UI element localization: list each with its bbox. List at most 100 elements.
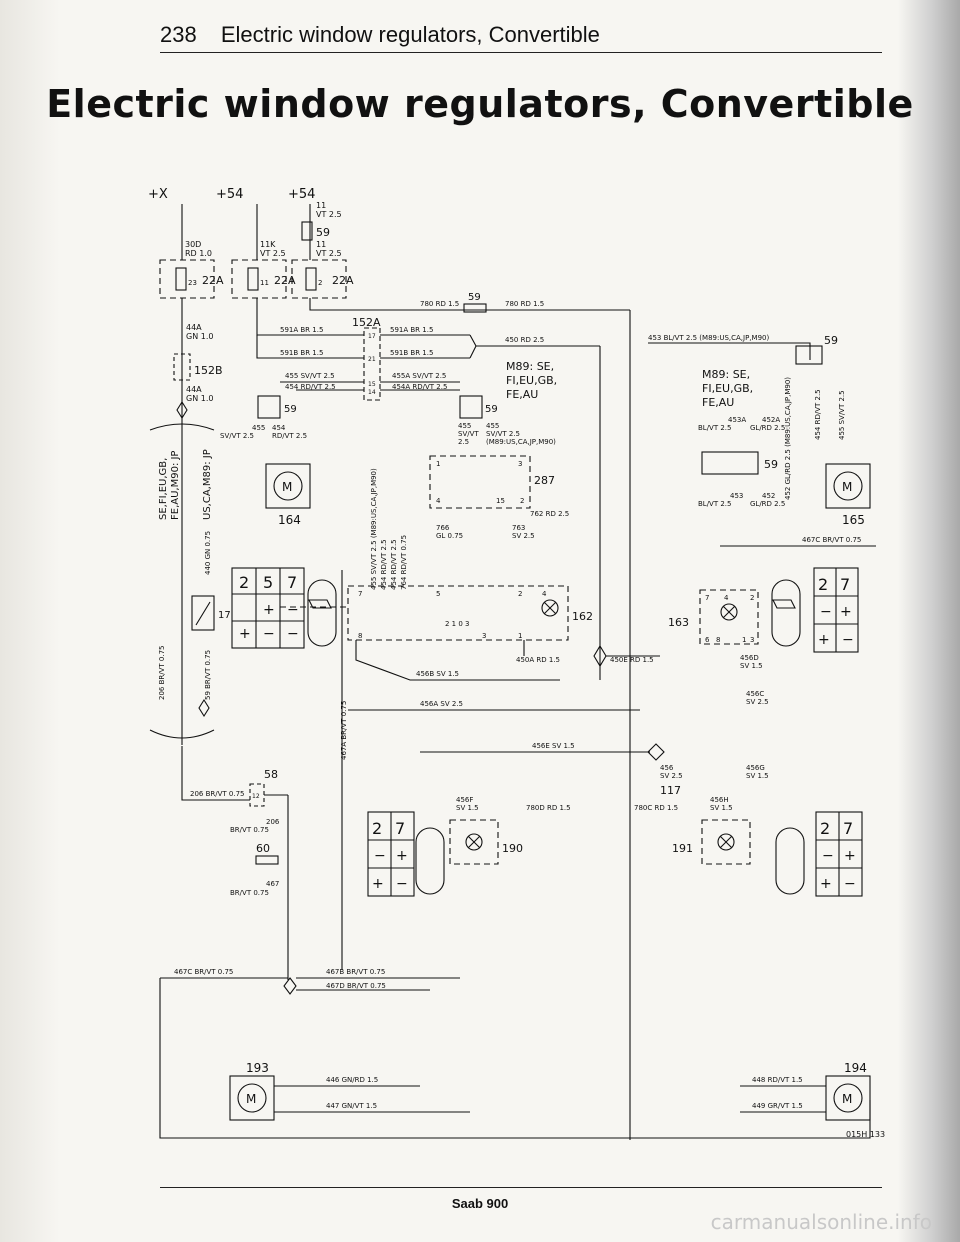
pin-15: 15 [368,381,376,388]
grid-rt-cell-7: 7 [840,575,850,594]
motor-164-label: 164 [278,513,301,527]
wire-30d-spec: RD 1.0 [185,249,212,258]
connector-58-label: 58 [264,768,278,781]
switch-left-cell-minus3: − [287,626,299,642]
connector-59-top [301,221,313,241]
relay-287-label: 287 [534,474,555,487]
variant-left-c: US,CA,M89: JP [202,449,213,520]
ground-117-label: 117 [660,784,681,797]
motor-194-label: 194 [844,1061,867,1075]
wire-206c-label: 206 [266,818,280,826]
fusebox-22a-1 [159,259,215,299]
switch-163-pin-3: 3 [750,636,754,644]
switch-163-pin-4: 4 [724,594,729,602]
page-footer: Saab 900 [451,1196,509,1211]
motor-164-symbol: M [282,480,292,494]
connector-60-label: 60 [256,842,270,855]
fusebox-22a-2 [231,259,287,299]
running-title: Electric window regulators, Convertible [220,22,600,47]
motor-165-circle [833,471,863,501]
wire-780 [309,298,630,311]
wire-453b-spec: BL/VT 2.5 [698,500,731,508]
wire-762-label: 762 RD 2.5 [530,510,569,518]
wire-453a-label: 453A [728,416,746,424]
wire-456a-label: 456A SV 2.5 [420,700,463,708]
switch-163-rocker [771,579,801,647]
wire-456b [355,640,560,681]
pin-12: 12 [252,793,260,800]
switch-left-cell-7: 7 [287,573,297,592]
grid-rt-cell-minus2: − [842,632,854,648]
switch-191-lamp [717,833,735,851]
switch-163-pin-6: 6 [705,636,710,644]
wire-453b-label: 453 [730,492,743,500]
wire-455b-spec: SV/VT 2.5 [220,432,254,440]
wire-frame-bottom [159,978,871,1139]
switch-163-pin-1: 1 [742,636,746,644]
motor-193-box [229,1075,275,1121]
wire-11b-spec: VT 2.5 [316,249,342,258]
wire-456d-spec: SV 1.5 [740,662,763,670]
switch-grid-bottom-left [367,811,415,897]
switch-162-pin-5: 5 [436,590,440,598]
wire-455b-label: 455 [252,424,265,432]
wire-30d-label: 30D [185,240,201,249]
switch-left-cell-minus1: − [287,602,299,618]
switch-162-label: 162 [572,610,593,623]
wire-454b-label: 454 [272,424,286,432]
motor-164-box [265,463,311,509]
wire-450-label: 450 RD 2.5 [505,336,544,344]
connector-59-mid [463,303,487,313]
wire-11k-spec: VT 2.5 [260,249,286,258]
wire-44a2-label: 44A [186,385,202,394]
fuse-2 [305,267,317,291]
wire-455d-spec: SV/VT 2.5 [486,430,520,438]
switch-163 [699,589,759,645]
page-title: Electric window regulators, Convertible [46,82,914,126]
wire-453a-spec: BL/VT 2.5 [698,424,731,432]
switch-left-cell-5: 5 [263,573,273,592]
wire-455d-note: (M89:US,CA,JP,M90) [486,438,556,446]
wire-454b-spec: RD/VT 2.5 [272,432,307,440]
fuse-11-label: 11 [260,279,269,287]
grid-bl-cell-plus2: + [372,876,384,892]
fuse-22a-label-2: 22A [274,274,296,287]
switch-bl-rocker [415,827,445,895]
connector-59-left [257,395,281,419]
switch-grid-right-top [813,567,859,653]
wire-452a-spec: GL/RD 2.5 [750,424,785,432]
motor-165-label: 165 [842,513,865,527]
grid-br-cell-7: 7 [843,819,853,838]
wire-455a-label: 455A SV/VT 2.5 [392,372,446,380]
grid-br-cell-minus2: − [844,876,856,892]
header-rule [160,52,882,53]
wire-11-spec: VT 2.5 [316,210,342,219]
switch-grid-bottom-right [815,811,863,897]
component-17 [191,595,215,631]
motor-194-circle [833,1083,863,1113]
switch-191 [701,819,751,865]
window-icon-right [772,599,796,609]
relay-287 [429,455,531,509]
grid-br-cell-minus: − [822,848,834,864]
wire-591b2-label: 591B BR 1.5 [390,349,433,357]
grid-bl-cell-minus2: − [396,876,408,892]
connector-152a-label: 152A [352,316,381,329]
wire-446-label: 446 GN/RD 1.5 [326,1076,378,1084]
switch-br-rocker [775,827,805,895]
wire-454r-label: 454 RD/VT 2.5 [814,389,822,440]
wire-59-label: 59 BR/VT 0.75 [204,650,212,700]
connector-59-center [459,395,483,419]
variant-m89-center-1: M89: SE, [506,360,554,373]
variant-left-a: SE,FI,EU,GB, [158,458,169,520]
connector-152b [173,353,191,381]
wire-206 [181,746,250,801]
wire-447-label: 447 GN/VT 1.5 [326,1102,377,1110]
connector-59-right [795,345,823,365]
supply-label-54a: +54 [216,187,243,202]
grid-rt-cell-plus: + [840,604,852,620]
motor-194-symbol: M [842,1092,852,1106]
wire-44a-label: 44A [186,323,202,332]
wire-449-label: 449 GR/VT 1.5 [752,1102,803,1110]
junction-591 [469,334,477,359]
